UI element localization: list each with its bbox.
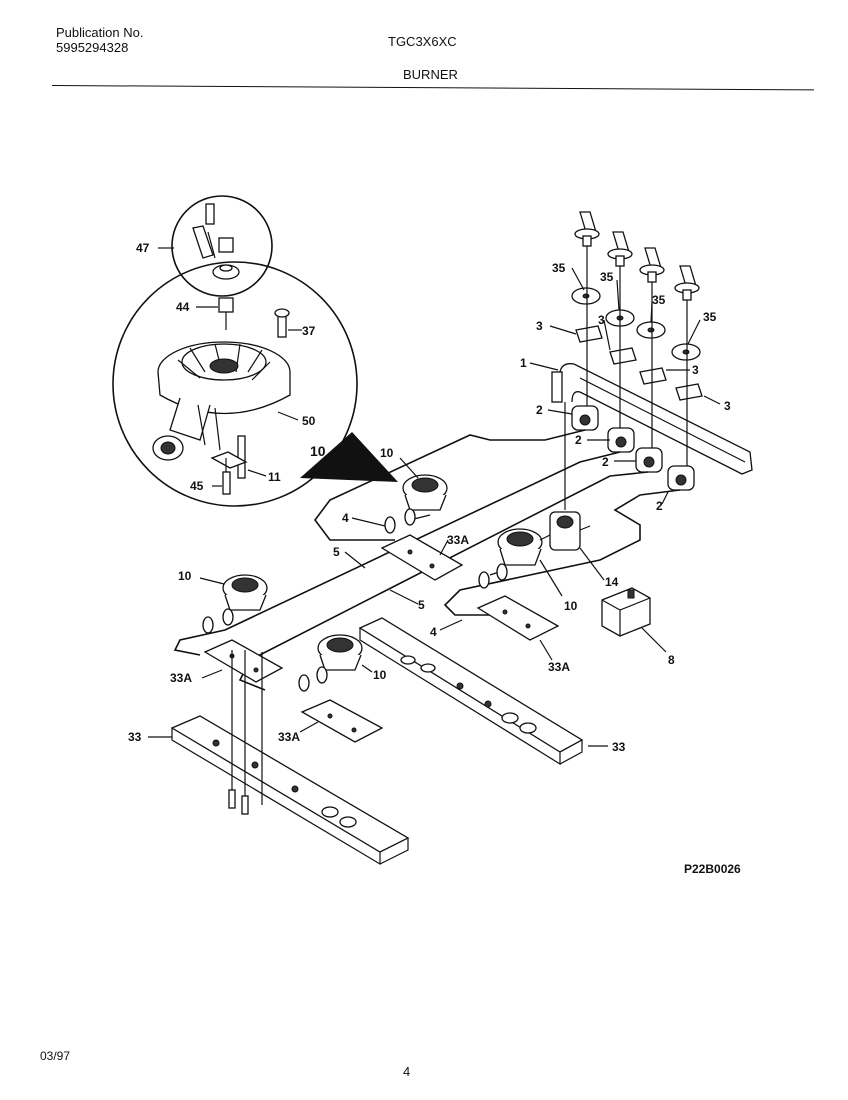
manifold-1 bbox=[559, 363, 753, 475]
valve-assembly bbox=[551, 211, 753, 510]
page-number: 4 bbox=[403, 1064, 411, 1079]
burner-front-left bbox=[222, 574, 268, 611]
callout-10-4: 10 bbox=[373, 668, 387, 682]
screw-45-part bbox=[222, 471, 231, 495]
burner-front-right bbox=[317, 634, 363, 671]
callout-10-detail: 10 bbox=[310, 443, 326, 459]
callout-33-2: 33 bbox=[612, 740, 626, 754]
detail-inset bbox=[112, 195, 398, 507]
tube-4 bbox=[443, 489, 681, 616]
callout-10-1: 10 bbox=[380, 446, 394, 460]
ignitor-module-8 bbox=[601, 587, 651, 637]
electrode-11-part bbox=[237, 435, 246, 479]
switch-3-2 bbox=[609, 347, 637, 365]
callout-2-2: 2 bbox=[575, 433, 582, 447]
bracket-33A-2 bbox=[476, 595, 560, 641]
knob-3 bbox=[639, 247, 665, 283]
callout-8: 8 bbox=[668, 653, 675, 667]
switch-3-3 bbox=[639, 367, 667, 385]
burner-rail-33-front bbox=[170, 715, 410, 866]
callout-35-2: 35 bbox=[600, 270, 614, 284]
callout-33A-1: 33A bbox=[447, 533, 469, 547]
cap-part bbox=[218, 237, 234, 253]
callout-33A-4: 33A bbox=[278, 730, 300, 744]
callout-33A-2: 33A bbox=[548, 660, 570, 674]
bracket-33A-1 bbox=[380, 534, 464, 581]
tube-2 bbox=[173, 451, 621, 656]
rail-screws bbox=[228, 650, 263, 815]
callout-4-1: 4 bbox=[342, 511, 349, 525]
valve-2-2 bbox=[607, 427, 635, 453]
callout-3-2: 3 bbox=[598, 313, 605, 327]
publication-label: Publication No. bbox=[56, 25, 144, 40]
callout-5-1: 5 bbox=[333, 545, 340, 559]
callout-3-3: 3 bbox=[692, 363, 699, 377]
inset-small-circle bbox=[171, 195, 273, 297]
bracket-33A-4 bbox=[300, 699, 384, 743]
screw-47-part bbox=[205, 203, 215, 225]
regulator-14 bbox=[539, 511, 591, 551]
callout-45: 45 bbox=[190, 479, 204, 493]
burner-rear-left bbox=[402, 474, 448, 511]
knob-4 bbox=[674, 265, 700, 301]
callout-35-1: 35 bbox=[552, 261, 566, 275]
orifice-44-part bbox=[218, 297, 234, 313]
callout-44: 44 bbox=[176, 300, 190, 314]
inset-large-circle bbox=[112, 261, 358, 507]
bracket-33A-3 bbox=[203, 639, 284, 683]
callout-35-3: 35 bbox=[652, 293, 666, 307]
section-title: BURNER bbox=[403, 67, 458, 82]
model-number: TGC3X6XC bbox=[388, 34, 457, 49]
switch-3-1 bbox=[575, 325, 603, 343]
callout-37: 37 bbox=[302, 324, 316, 338]
callout-33A-3: 33A bbox=[170, 671, 192, 685]
callout-50: 50 bbox=[302, 414, 316, 428]
callout-14: 14 bbox=[605, 575, 619, 589]
screw-37-part bbox=[277, 314, 287, 338]
burner-rail-33-rear bbox=[358, 617, 584, 766]
inset-pointer bbox=[300, 432, 398, 482]
callout-2-3: 2 bbox=[602, 455, 609, 469]
switch-3-4 bbox=[675, 383, 703, 401]
valve-2-4 bbox=[667, 465, 695, 491]
callout-2-4: 2 bbox=[656, 499, 663, 513]
callout-10-2: 10 bbox=[178, 569, 192, 583]
callout-35-4: 35 bbox=[703, 310, 717, 324]
callout-2-1: 2 bbox=[536, 403, 543, 417]
callout-10-3: 10 bbox=[564, 599, 578, 613]
knob-2 bbox=[607, 231, 633, 267]
knob-1 bbox=[574, 211, 600, 247]
leader-lines bbox=[148, 247, 721, 747]
callout-11: 11 bbox=[268, 470, 281, 484]
valve-2-3 bbox=[635, 447, 663, 473]
callout-4-2: 4 bbox=[430, 625, 437, 639]
callout-33-1: 33 bbox=[128, 730, 142, 744]
footer-date: 03/97 bbox=[40, 1049, 71, 1063]
publication-number: 5995294328 bbox=[56, 40, 129, 55]
valve-2-1 bbox=[571, 405, 599, 431]
callout-1: 1 bbox=[520, 356, 527, 370]
burner-rear-right bbox=[497, 528, 543, 566]
bracket-47-part bbox=[192, 225, 214, 259]
callout-3-4: 3 bbox=[724, 399, 731, 413]
tube-1 bbox=[314, 429, 586, 541]
callout-5-2: 5 bbox=[418, 598, 425, 612]
callout-47: 47 bbox=[136, 241, 150, 255]
diagram-code: P22B0026 bbox=[684, 862, 741, 876]
callout-3-1: 3 bbox=[536, 319, 543, 333]
